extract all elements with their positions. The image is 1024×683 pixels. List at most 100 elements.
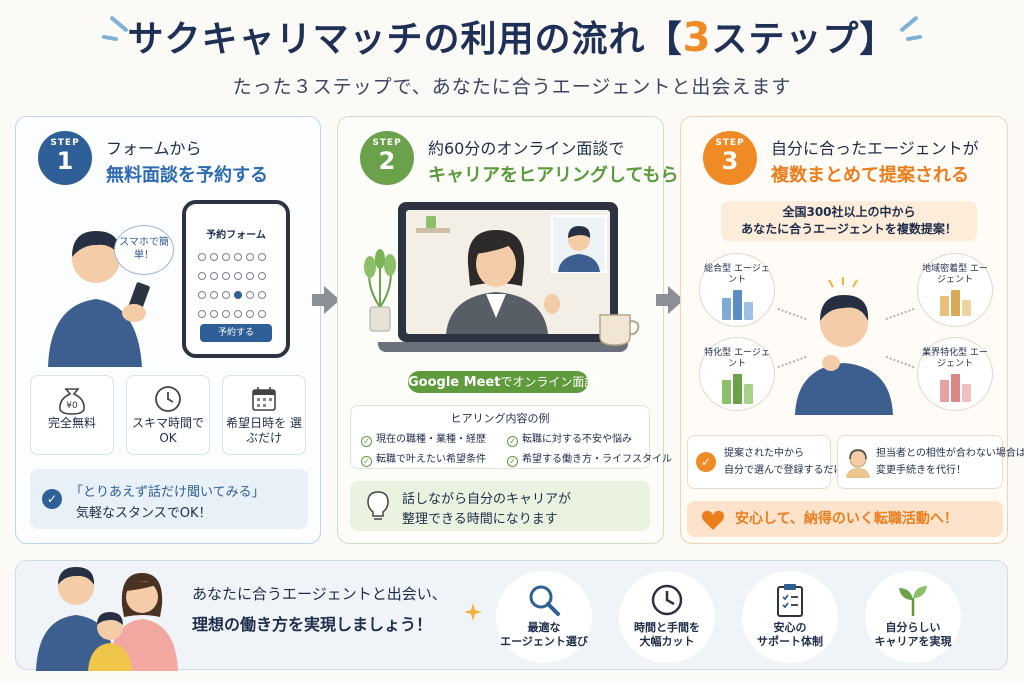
step-number: 3 (721, 147, 739, 175)
benefit-support: 安心の サポート体制 (742, 571, 838, 663)
building-icon (918, 374, 992, 402)
change-support-box: 担当者との相性が合わない場合は 変更手続きを代行！ (837, 435, 1024, 489)
interviewer-illustration (416, 215, 607, 334)
plant-icon (364, 249, 396, 332)
offer-line1: 全国300社以上の中から (782, 205, 916, 219)
step3-heading-line2: 複数まとめて提案される (771, 165, 969, 186)
step1-heading-line1: フォームから (106, 139, 202, 158)
title-bracket: 【 (645, 19, 683, 60)
check-icon: ✓ (696, 452, 716, 472)
check-icon: ✓ (507, 436, 518, 447)
feature-label: スキマ時間で OK (131, 416, 204, 445)
note-line2: 整理できる時間になります (402, 512, 558, 527)
easy-speech-bubble: スマホで簡単！ (114, 225, 174, 275)
hearing-examples-box: ヒアリング内容の例 ✓現在の職種・業種・経歴 ✓転職に対する不安や悩み ✓転職で… (350, 405, 672, 469)
note-line2: 気軽なスタンスでOK！ (76, 506, 212, 521)
calendar-dot-grid (196, 248, 280, 324)
meet-brand: Google Meet (408, 375, 501, 390)
title-main: サクキャリマッチの利用の流れ (127, 19, 646, 60)
sparkle-icon (464, 603, 482, 621)
note-text: 安心して、納得のいく転職活動へ！ (735, 511, 958, 527)
building-icon (700, 290, 774, 320)
bottom-line2: 理想の働き方を実現しましょう！ (192, 611, 433, 639)
step3-note: 安心して、納得のいく転職活動へ！ (687, 501, 1003, 537)
person-with-phone-illustration (48, 231, 150, 367)
agent-type-industry: 業界特化型 エージェント (917, 337, 993, 411)
phone-mockup: 予約フォーム 予約する (182, 200, 290, 358)
step-label: STEP (715, 138, 745, 148)
arrow-right-icon (312, 286, 340, 314)
select-and-register-box: ✓ 提案された中から 自分で選んで登録するだけ (687, 435, 844, 489)
proposal-callout: 全国300社以上の中から あなたに合うエージェントを複数提案！ (721, 201, 977, 241)
benefit-line2: キャリアを実現 (874, 635, 952, 648)
note-line1: 「とりあえず話だけ聞いてみる」 (70, 485, 265, 500)
hearing-item: ✓希望する働き方・ライフスタイル (507, 450, 672, 467)
clock-icon (651, 584, 683, 616)
feature-label: 希望日時を 選ぶだけ (226, 416, 302, 445)
sub-line2: 自分で選んで登録するだけ (724, 465, 844, 476)
agent-type-specialized: 特化型 エージェント (699, 337, 775, 411)
benefit-line1: 安心の (773, 621, 807, 634)
benefit-line2: サポート体制 (757, 635, 823, 648)
building-icon (700, 374, 774, 404)
benefit-own-career: 自分らしい キャリアを実現 (865, 571, 961, 663)
title-number: 3 (682, 15, 712, 61)
hearing-item: ✓現在の職種・業種・経歴 (361, 430, 486, 447)
benefit-line2: 大幅カット (639, 635, 695, 648)
sub-line1: 担当者との相性が合わない場合は (876, 448, 1024, 459)
page-subtitle: たった３ステップで、あなたに合うエージェントと出会えます (232, 76, 792, 98)
magnifier-icon (529, 585, 560, 616)
building-icon (918, 290, 992, 316)
page-title: サクキャリマッチの利用の流れ【3ステップ】 (0, 10, 1024, 62)
benefit-line1: 最適な (527, 621, 561, 634)
step3-heading-line1: 自分に合ったエージェントが (771, 139, 979, 158)
hearing-item: ✓転職に対する不安や悩み (507, 430, 632, 447)
coffee-cup-icon (599, 314, 640, 346)
heart-icon (702, 510, 724, 530)
svg-text:¥0: ¥0 (66, 401, 78, 411)
agent-label: 総合型 エージェント (704, 264, 770, 285)
money-bag-icon: ¥0 (59, 388, 85, 415)
benefit-line2: エージェント選び (500, 635, 588, 648)
laptop-base (378, 342, 628, 352)
step2-heading-line2: キャリアをヒアリングしてもらう (428, 165, 697, 186)
title-rest: ステップ】 (711, 19, 897, 60)
benefit-save-time: 時間と手間を 大幅カット (619, 571, 715, 663)
step1-note: ✓ 「とりあえず話だけ聞いてみる」 気軽なスタンスでOK！ (30, 469, 308, 529)
reserve-button[interactable]: 予約する (200, 324, 272, 342)
check-icon: ✓ (361, 456, 372, 467)
sub-line2: 変更手続きを代行！ (876, 465, 966, 476)
sub-line1: 提案された中から (724, 448, 804, 459)
agent-label: 地域密着型 エージェント (922, 264, 988, 285)
sprout-icon (899, 586, 927, 616)
benefit-best-agent: 最適な エージェント選び (496, 571, 592, 663)
offer-line2: あなたに合うエージェントを複数提案！ (741, 222, 957, 236)
benefit-line1: 自分らしい (885, 621, 941, 634)
check-icon: ✓ (42, 489, 62, 509)
support-staff-icon (846, 449, 870, 478)
step-number: 2 (378, 147, 396, 175)
step1-heading-line2: 無料面談を予約する (106, 165, 268, 186)
agent-type-regional: 地域密着型 エージェント (917, 253, 993, 327)
hearing-title: ヒアリング内容の例 (450, 412, 550, 425)
google-meet-badge: Google Meetでオンライン面談 (408, 371, 596, 393)
video-screen (406, 210, 610, 334)
check-icon: ✓ (507, 456, 518, 467)
feature-label: 完全無料 (47, 416, 96, 430)
check-icon: ✓ (361, 436, 372, 447)
step2-heading-line1: 約60分のオンライン面談で (428, 139, 625, 158)
hearing-item: ✓転職で叶えたい希望条件 (361, 450, 486, 467)
step-label: STEP (50, 138, 80, 148)
laptop-video-call (398, 202, 618, 342)
feature-free: ¥0 完全無料 (30, 375, 114, 455)
phone-form-title: 予約フォーム (206, 230, 266, 241)
clipboard-icon (777, 584, 803, 617)
agent-label: 業界特化型 エージェント (922, 348, 988, 369)
step-label: STEP (372, 138, 402, 148)
meet-suffix: でオンライン面談 (500, 375, 597, 389)
